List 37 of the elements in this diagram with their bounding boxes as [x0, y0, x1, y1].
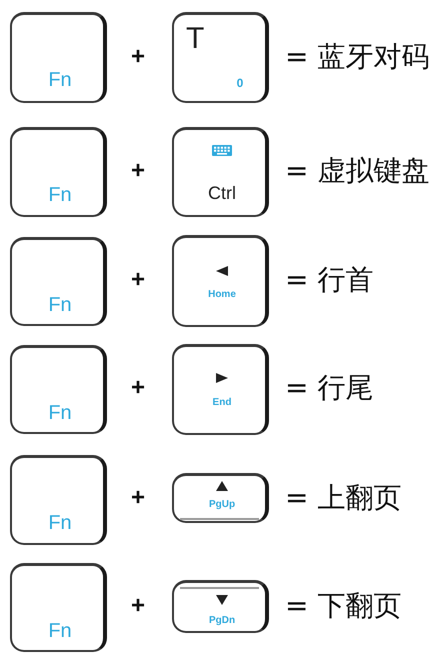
plus-sign: + [131, 158, 146, 184]
plus-sign: + [131, 593, 146, 620]
plus-sign: + [131, 375, 146, 402]
key-sublabel: 0 [236, 77, 244, 89]
key-label: Fn [48, 295, 72, 315]
keycap [10, 127, 107, 217]
keycap [172, 12, 269, 103]
shortcut-description: = 行尾 [285, 373, 374, 404]
key-label: Ctrl [208, 184, 236, 202]
keycap [10, 563, 107, 652]
key-label: Fn [48, 185, 72, 205]
plus-sign: + [131, 44, 146, 70]
plus-sign: + [131, 267, 146, 294]
key-label: PgDn [208, 616, 236, 626]
shortcut-description: = 下翻页 [285, 591, 402, 622]
key-label: End [212, 398, 232, 408]
keycap [10, 237, 107, 326]
keycap [172, 580, 269, 633]
shortcut-description: = 上翻页 [285, 483, 402, 514]
keycap [10, 455, 107, 545]
key-label: Fn [48, 621, 72, 641]
keycap [10, 12, 107, 103]
key-label: Home [208, 290, 236, 300]
key-label: Fn [48, 403, 72, 423]
shortcut-description: = 虚拟键盘 [285, 156, 430, 187]
key-label: Fn [48, 513, 72, 533]
plus-sign: + [131, 485, 146, 512]
keycap [10, 345, 107, 434]
keycap [172, 127, 269, 217]
keycap [172, 235, 269, 327]
key-letter: T [186, 24, 204, 54]
keycap [172, 344, 269, 435]
key-label: Fn [48, 70, 72, 90]
key-label: PgUp [208, 500, 236, 510]
shortcut-description: = 蓝牙对码 [285, 42, 430, 73]
keycap [172, 473, 269, 523]
shortcut-description: = 行首 [285, 265, 374, 296]
